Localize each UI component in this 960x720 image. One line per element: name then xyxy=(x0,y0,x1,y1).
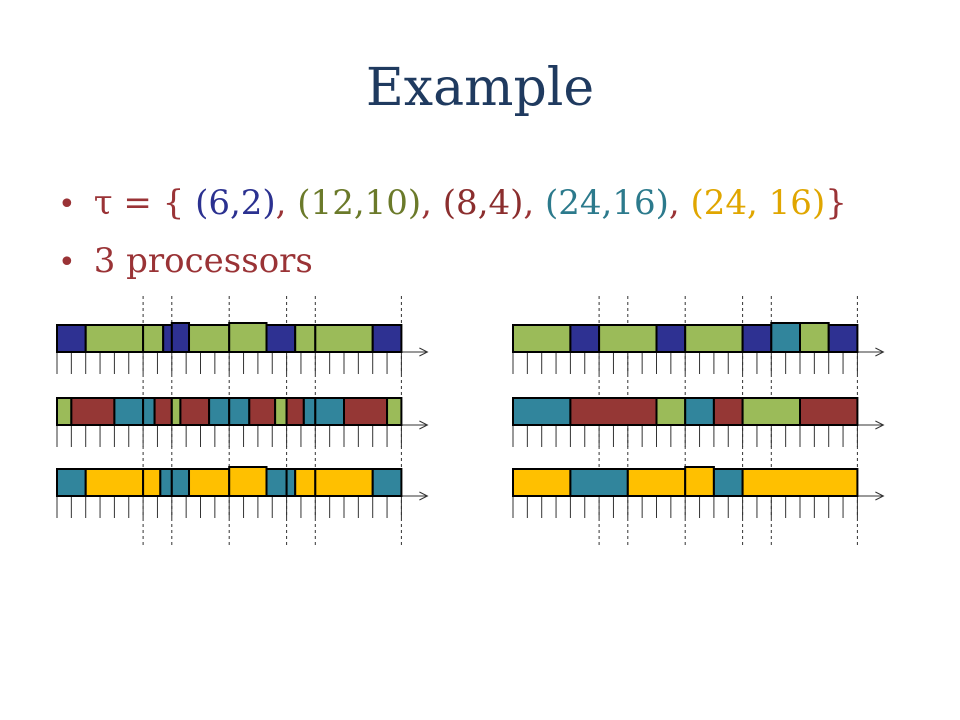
job-block xyxy=(314,397,345,426)
tuple-separator: , xyxy=(275,183,298,223)
job-block xyxy=(655,397,687,426)
task-tuple-3: (8,4) xyxy=(442,183,524,223)
job-block xyxy=(598,324,658,353)
job-block xyxy=(799,397,859,426)
job-block xyxy=(265,324,297,353)
job-block xyxy=(343,397,389,426)
job-block xyxy=(569,468,629,497)
job-block xyxy=(285,468,297,497)
tuple-separator: , xyxy=(523,183,546,223)
job-block xyxy=(188,324,231,353)
job-block xyxy=(70,397,116,426)
job-block xyxy=(170,468,191,497)
job-block xyxy=(294,324,317,353)
job-block xyxy=(84,324,145,353)
job-block xyxy=(512,397,572,426)
job-block xyxy=(274,397,288,426)
bullet-list: • τ = { (6,2), (12,10), (8,4), (24,16), (… xyxy=(58,180,847,296)
job-block xyxy=(228,397,251,426)
job-block xyxy=(684,324,744,353)
job-block xyxy=(248,397,277,426)
job-block xyxy=(170,397,182,426)
axis-arrow-icon xyxy=(875,491,885,501)
axis-arrow-icon xyxy=(419,420,429,430)
job-block xyxy=(741,397,801,426)
job-block xyxy=(626,468,687,497)
job-block xyxy=(712,468,744,497)
task-tuple-1: (6,2) xyxy=(195,183,276,223)
job-block xyxy=(153,397,173,426)
job-block xyxy=(228,466,268,497)
job-block xyxy=(712,397,744,426)
task-tuple-4: (24,16) xyxy=(545,183,669,223)
job-block xyxy=(569,324,601,353)
job-block xyxy=(159,468,173,497)
job-block xyxy=(84,468,145,497)
tuple-separator: , xyxy=(421,183,443,223)
tuple-separator: , xyxy=(668,183,691,223)
job-block xyxy=(314,324,374,353)
job-block xyxy=(56,324,87,353)
job-block xyxy=(569,397,658,426)
job-block xyxy=(799,322,830,353)
bullet-processors: • 3 processors xyxy=(58,238,847,296)
job-block xyxy=(170,322,191,353)
axis-arrow-icon xyxy=(419,491,429,501)
job-block xyxy=(285,397,305,426)
job-block xyxy=(56,397,73,426)
axis-arrow-icon xyxy=(875,347,885,357)
task-tuple-2: (12,10) xyxy=(297,183,422,223)
job-block xyxy=(371,324,403,353)
job-block xyxy=(741,324,773,353)
job-block xyxy=(386,397,403,426)
job-block xyxy=(512,324,572,353)
task-tuple-5: (24, 16) xyxy=(690,183,826,223)
job-block xyxy=(827,324,859,353)
axis-arrow-icon xyxy=(419,347,429,357)
job-block xyxy=(684,466,715,497)
page-title: Example xyxy=(365,58,595,118)
job-block xyxy=(188,468,231,497)
job-block xyxy=(302,397,317,426)
processor-count: 3 processors xyxy=(93,241,313,281)
task-set-suffix: } xyxy=(825,183,847,223)
task-set-prefix: τ = { xyxy=(93,183,196,223)
job-block xyxy=(228,322,268,353)
axis-arrow-icon xyxy=(875,420,885,430)
bullet-task-set: • τ = { (6,2), (12,10), (8,4), (24,16), (… xyxy=(58,180,847,238)
job-block xyxy=(142,324,165,353)
job-block xyxy=(179,397,211,426)
job-block xyxy=(371,468,403,497)
job-block xyxy=(314,468,374,497)
job-block xyxy=(142,397,156,426)
job-block xyxy=(294,468,317,497)
job-block xyxy=(113,397,145,426)
job-block xyxy=(741,468,859,497)
job-block xyxy=(512,468,572,497)
job-block xyxy=(265,468,288,497)
bullet-icon: • xyxy=(58,187,76,222)
job-block xyxy=(56,468,87,497)
job-block xyxy=(684,397,715,426)
bullet-icon: • xyxy=(58,245,76,280)
job-block xyxy=(655,324,687,353)
job-block xyxy=(142,468,162,497)
job-block xyxy=(770,322,801,353)
job-block xyxy=(208,397,231,426)
